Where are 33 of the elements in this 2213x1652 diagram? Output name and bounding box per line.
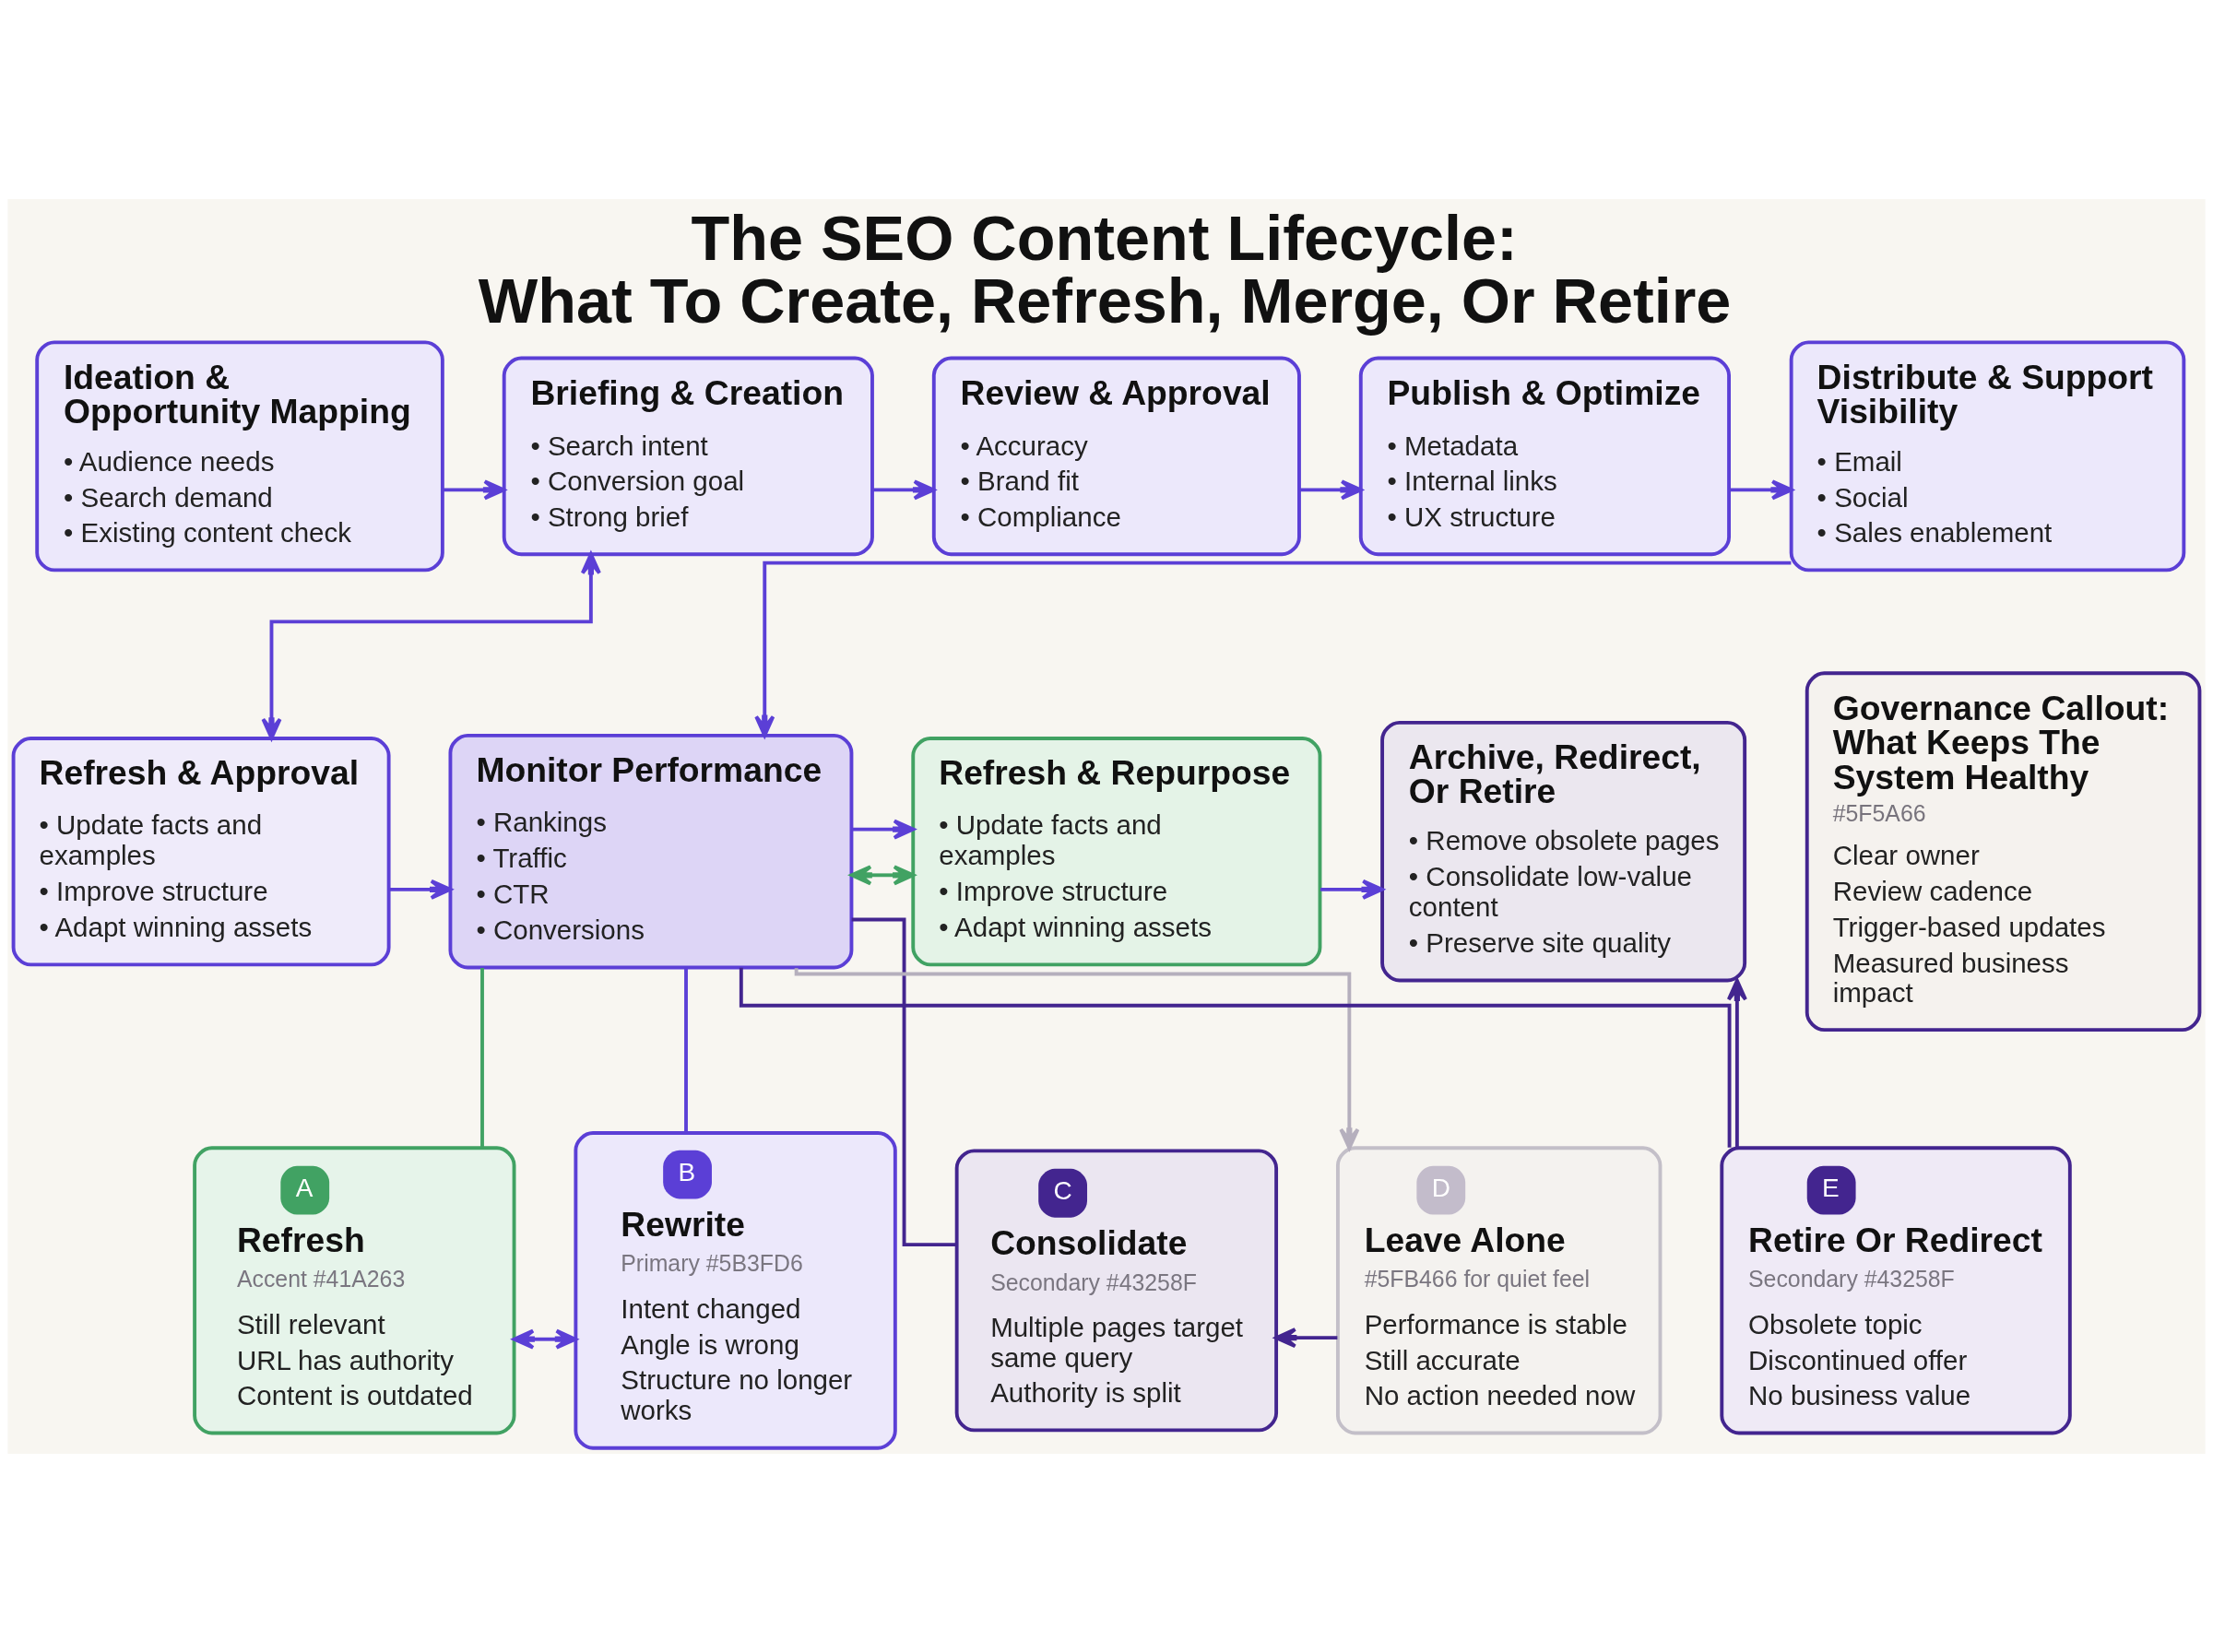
connector	[851, 917, 957, 1246]
node-box: Monitor Performance • Rankings • Traffic • CTR • Conversions	[448, 733, 854, 969]
node-box: C Consolidate Secondary #43258F Multiple pages target same query Authority is split	[954, 1148, 1279, 1432]
arrow	[1320, 879, 1384, 900]
arrow	[389, 879, 453, 900]
node-box: E Retire Or Redirect Secondary #43258F Obsolete topic Discontinued offer No business value	[1720, 1145, 2072, 1434]
arrow	[261, 551, 601, 739]
arrow	[1726, 978, 1747, 1148]
arrow	[849, 864, 916, 885]
arrow	[754, 560, 1792, 738]
connector	[480, 967, 484, 1148]
node-box: Ideation & Opportunity Mapping • Audience needs • Search demand • Existing content check	[35, 339, 444, 572]
arrow	[794, 967, 1360, 1150]
node-box: A Refresh Accent #41A263 Still relevant URL has authority Content is outdated	[193, 1145, 516, 1434]
node-box: Refresh & Repurpose • Update facts and examples • Improve structure • Adapt winning assets	[911, 736, 1322, 966]
node-box: Refresh & Approval • Update facts and examples • Improve structure • Adapt winning assets	[11, 736, 391, 966]
node-box: B Rewrite Primary #5B3FD6 Intent changed Angle is wrong Structure no longer works	[574, 1130, 897, 1450]
node-box: Briefing & Creation • Search intent • Conversion goal • Strong brief	[502, 356, 874, 556]
node-box: Archive, Redirect, Or Retire • Remove obsolete pages • Consolidate low-value content • Preserve site quality	[1380, 720, 1747, 982]
diagram-title: The SEO Content Lifecycle: What To Create, Refresh, Merge, Or Retire	[478, 202, 1732, 336]
node-box: Publish & Optimize • Metadata • Internal links • UX structure	[1358, 356, 1731, 556]
arrow	[512, 1328, 577, 1350]
node-box: Governance Callout: What Keeps The System Healthy #5F5A66 Clear owner Review cadence Trigger-based updates Measured business impact	[1805, 670, 2202, 1032]
node-box: D Leave Alone #5FB466 for quiet feel Performance is stable Still accurate No action needed now	[1335, 1145, 1663, 1434]
arrow	[1299, 478, 1363, 500]
arrow	[1274, 1327, 1338, 1348]
node-box: Distribute & Support Visibility • Email • Social • Sales enablement	[1789, 339, 2186, 572]
connector	[684, 967, 688, 1133]
node-box: Review & Approval • Accuracy • Brand fit • Compliance	[931, 356, 1301, 556]
arrow	[851, 819, 916, 840]
arrow	[443, 478, 505, 500]
arrow	[1729, 478, 1793, 500]
arrow	[872, 478, 936, 500]
